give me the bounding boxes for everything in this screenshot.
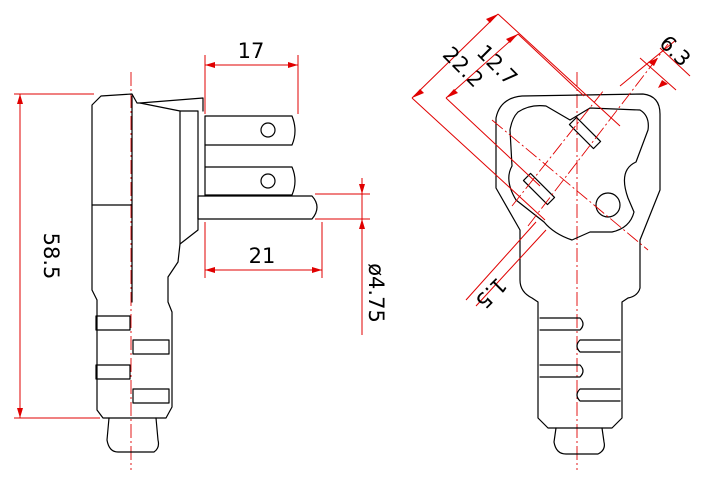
- dim-blade-spacing-label: 17: [238, 39, 265, 63]
- side-view-body-seam: [91, 95, 199, 303]
- front-view-body-outline: [495, 93, 661, 429]
- front-view-strain-relief: [539, 317, 621, 402]
- dim-blade-length: 21: [204, 222, 323, 278]
- front-view-diag-centerline-b: [511, 89, 605, 207]
- dim-ground-pin-diameter: ø4.75: [315, 178, 388, 335]
- dim-pin-offset-label: 6.3: [655, 31, 696, 72]
- front-view-diag-centerline-a: [527, 43, 669, 227]
- side-view-boot-outline: [139, 97, 204, 112]
- front-view-face: [508, 105, 649, 241]
- dim-plug-height-label: 58.5: [39, 233, 63, 280]
- front-view: 22.2 12.7 6.3 1.5: [411, 13, 696, 470]
- side-view-strain-relief: [95, 315, 170, 404]
- side-view-cable: [106, 417, 160, 453]
- dim-plug-height: 58.5: [14, 93, 100, 419]
- dim-blade-spacing: 17: [204, 39, 299, 114]
- side-view-body-outline: [91, 93, 181, 419]
- dim-ground-pin-diameter-label: ø4.75: [364, 263, 388, 323]
- side-view-blades: [197, 115, 318, 220]
- side-view: 17 21 ø4.75 58.5: [14, 39, 388, 470]
- dim-blade-length-label: 21: [249, 244, 276, 268]
- dim-face-b: 22.2: [411, 13, 621, 221]
- dim-blade-width-label: 1.5: [471, 273, 512, 314]
- front-view-diag-centerline-c: [491, 119, 649, 251]
- dim-pin-offset: 6.3: [619, 31, 696, 91]
- front-view-cable: [553, 427, 605, 455]
- front-view-blade-slots: [522, 116, 602, 206]
- front-view-ground-pin: [595, 192, 621, 218]
